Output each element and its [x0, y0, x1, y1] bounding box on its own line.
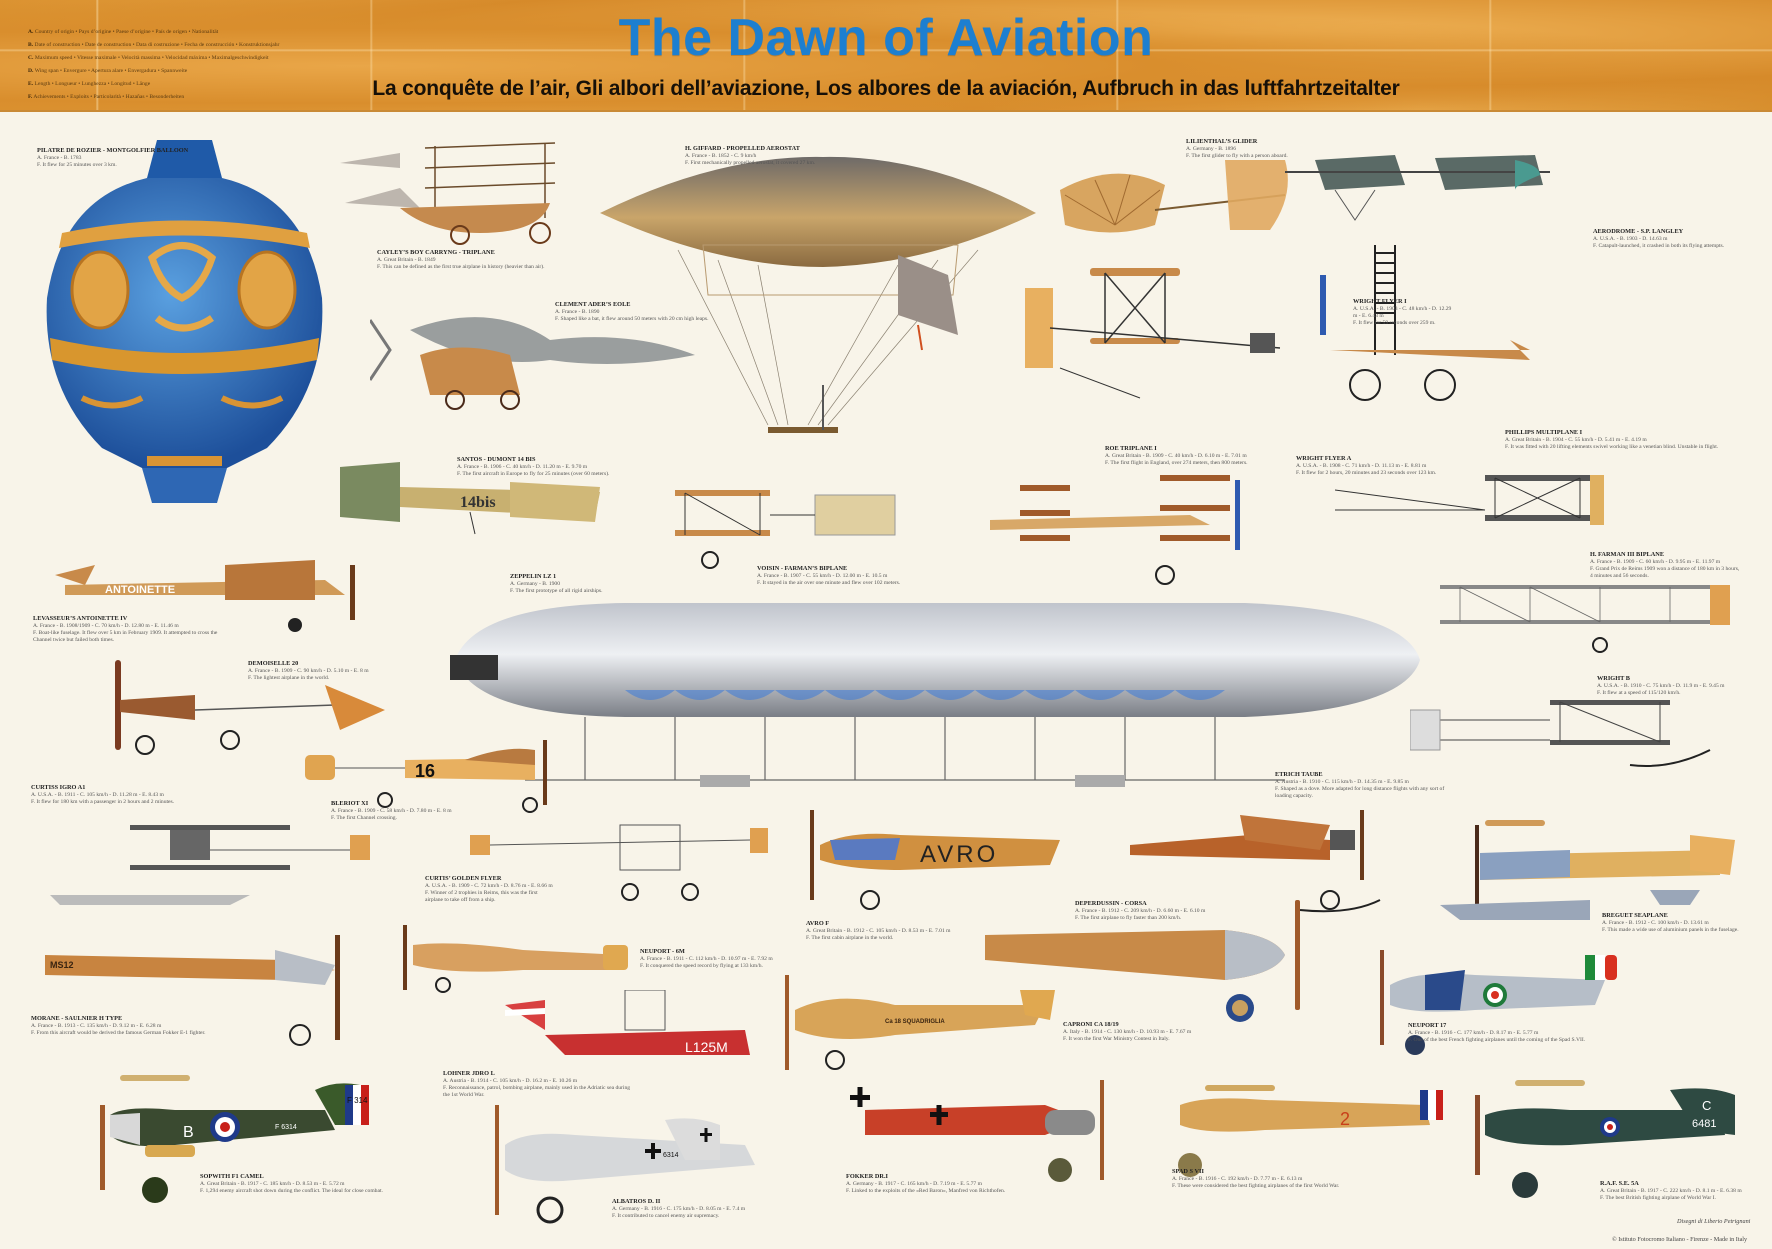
ader-eole-illustration [370, 317, 695, 410]
nieuport-17-illustration [1380, 950, 1617, 1055]
svg-text:L125M: L125M [685, 1039, 728, 1055]
caption-phillips-multiplane: Phillips Multiplane IA. Great Britain - … [1505, 429, 1719, 450]
santos-dumont-14bis-illustration: 14bis [340, 462, 600, 535]
avro-f-illustration: AVRO [810, 810, 1060, 910]
legend-row-d: D. Wing span • Envergure • Apertura alar… [28, 68, 188, 74]
svg-text:AVRO: AVRO [920, 841, 998, 868]
roe-triplane-illustration [990, 475, 1240, 585]
caption-roe-triplane: Roe Triplane IA. Great Britain - B. 1909… [1105, 445, 1248, 466]
artist-credit: Disegni di Liberio Petrignani [1677, 1218, 1751, 1225]
lilienthal-glider-illustration [1060, 160, 1288, 233]
spec-legend: A. Country of origin • Pays d’origine • … [28, 26, 318, 104]
raf-se5a-illustration: C 6481 [1475, 1080, 1735, 1198]
nieuport-6m-illustration [403, 925, 628, 993]
sopwith-camel-illustration: B F 6314 F 314 [100, 1075, 369, 1203]
wright-flyer-i-illustration [1025, 268, 1281, 399]
voisin-farman-biplane-illustration [675, 490, 896, 569]
antoinette-iv-illustration: ANTOINETTE [55, 560, 355, 632]
legend-row-e: E. Length • Longueur • Lunghezza • Longi… [28, 81, 151, 87]
caption-morane-saulnier: Morane - Saulnier H TypeA. France - B. 1… [31, 1015, 206, 1036]
svg-text:Ca 18 SQUADRIGLIA: Ca 18 SQUADRIGLIA [885, 1019, 945, 1025]
svg-text:6481: 6481 [1692, 1118, 1716, 1130]
caption-wright-b: Wright BA. U.S.A. - B. 1910 - C. 75 km/h… [1597, 675, 1725, 696]
spad-svii-illustration: 2 [1178, 1085, 1443, 1177]
caption-curtis-golden-flyer: Curtis’ Golden FlyerA. U.S.A. - B. 1909 … [425, 875, 553, 903]
legend-row-b: B. Date of construction • Date de constr… [28, 42, 280, 48]
caption-antoinette: Levasseur’s Antoinette IVA. France - B. … [33, 615, 218, 643]
svg-text:ANTOINETTE: ANTOINETTE [105, 584, 175, 596]
caption-albatros: Albatros D. IIA. Germany - B. 1916 - C. … [612, 1198, 746, 1219]
svg-text:16: 16 [415, 761, 435, 781]
caption-lohner: Lohner Jdro LA. Austria - B. 1914 - C. 1… [443, 1070, 631, 1098]
caption-ader-eole: Clement Ader’s EoleA. France - B. 1890F.… [555, 301, 709, 322]
caption-fokker-dri: Fokker DR.IA. Germany - B. 1917 - C. 165… [846, 1173, 1006, 1194]
caption-deperdussin: Deperdussin - CorsaA. France - B. 1912 -… [1075, 900, 1206, 921]
svg-text:2: 2 [1340, 1109, 1350, 1129]
montgolfier-balloon-illustration [46, 140, 323, 503]
caption-sopwith-camel: Sopwith F1 CamelA. Great Britain - B. 19… [200, 1173, 383, 1194]
giffard-airship-illustration [600, 156, 1036, 433]
demoiselle-illustration [115, 660, 385, 755]
legend-row-a: A. Country of origin • Pays d’origine • … [28, 29, 219, 35]
svg-text:F 314: F 314 [347, 1096, 368, 1105]
bleriot-xi-illustration: 16 [305, 740, 547, 813]
caption-wright-flyer-a: Wright Flyer AA. U.S.A. - B. 1908 - C. 7… [1296, 455, 1437, 476]
caption-montgolfier: Pilatre de Rozier - Montgolfier BalloonA… [37, 147, 189, 168]
svg-text:F 6314: F 6314 [275, 1124, 297, 1131]
caption-giffard: H. Giffard - Propelled aerostatA. France… [685, 145, 816, 166]
svg-text:6314: 6314 [663, 1152, 679, 1159]
langley-aerodrome-illustration [1285, 155, 1550, 221]
caption-voisin-farman: Voisin - Farman’s BiplaneA. France - B. … [757, 565, 901, 586]
legend-row-c: C. Maximum speed • Vitesse maximale • Ve… [28, 55, 269, 61]
caption-curtiss-igro: Curtiss Igro A1A. U.S.A. - B. 1911 - C. … [31, 784, 175, 805]
poster-subtitle: La conquête de l’air, Gli albori dell’av… [372, 77, 1400, 100]
curtiss-igro-a1-illustration [50, 825, 370, 905]
caption-langley-aerodrome: Aerodrome - S.P. LangleyA. U.S.A. - B. 1… [1593, 228, 1725, 249]
cayley-triplane-illustration [340, 142, 556, 245]
wright-b-illustration [1410, 700, 1711, 767]
lohner-l-illustration: L125M [505, 990, 750, 1055]
zeppelin-lz1-illustration [450, 603, 1420, 787]
morane-saulnier-h-illustration: MS12 [45, 935, 340, 1046]
title-banner: A. Country of origin • Pays d’origine • … [0, 0, 1772, 112]
caption-lilienthal: Lilienthal’s GliderA. Germany - B. 1896F… [1186, 138, 1288, 159]
svg-text:B: B [183, 1124, 194, 1141]
caption-etrich-taube: Etrich TaubeA. Austria - B. 1910 - C. 11… [1275, 771, 1445, 799]
breguet-seaplane-illustration [1440, 820, 1735, 920]
poster-title: The Dawn of Aviation [618, 9, 1154, 67]
etrich-taube-illustration [1130, 810, 1381, 913]
caption-bleriot-xi: Bleriot XIA. France - B. 1909 - C. 58 km… [331, 800, 452, 821]
deperdussin-corsa-illustration [985, 900, 1300, 1022]
curtiss-golden-flyer-illustration [470, 824, 768, 901]
caption-nieuport-6m: Neuport - 6MA. France - B. 1911 - C. 112… [640, 948, 773, 969]
caption-caproni: Caproni CA 18/19A. Italy - B. 1914 - C. … [1063, 1021, 1192, 1042]
wright-flyer-a-illustration [1335, 475, 1604, 525]
caption-avro-f: Avro FA. Great Britain - B. 1912 - C. 10… [806, 920, 951, 941]
caption-farman-iii: H. Farman III BiplaneA. France - B. 1909… [1590, 551, 1740, 579]
legend-row-f: F. Achievements • Exploits • Particolari… [28, 94, 185, 100]
svg-text:14bis: 14bis [460, 494, 496, 511]
albatros-dii-illustration: 6314 [495, 1105, 755, 1224]
caption-raf-se5a: R.A.F. S.E. 5aA. Great Britain - B. 1917… [1600, 1180, 1742, 1201]
svg-text:C: C [1702, 1098, 1711, 1113]
caption-wright-flyer-i: Wright Flyer IA. U.S.A. - B. 1903 - C. 4… [1353, 298, 1452, 326]
copyright-notice: © Istituto Fotocromo Italiano - Firenze … [1612, 1236, 1748, 1243]
caption-cayley: Cayley’s Boy Carryng - TriplaneA. Great … [377, 249, 545, 270]
caption-breguet-seaplane: Breguet SeaplaneA. France - B. 1912 - C.… [1602, 912, 1739, 933]
caption-demoiselle: Demoiselle 20A. France - B. 1909 - C. 90… [248, 660, 369, 681]
farman-iii-illustration [1440, 585, 1730, 653]
caption-santos-dumont: Santos - Dumont 14 BisA. France - B. 190… [457, 456, 610, 477]
caption-nieuport-17: Neuport 17A. France - B. 1916 - C. 177 k… [1408, 1022, 1586, 1043]
phillips-multiplane-illustration [1320, 245, 1530, 401]
fokker-dri-illustration [850, 1080, 1104, 1182]
caproni-ca18-illustration: Ca 18 SQUADRIGLIA [785, 975, 1055, 1070]
svg-text:MS12: MS12 [50, 960, 74, 970]
